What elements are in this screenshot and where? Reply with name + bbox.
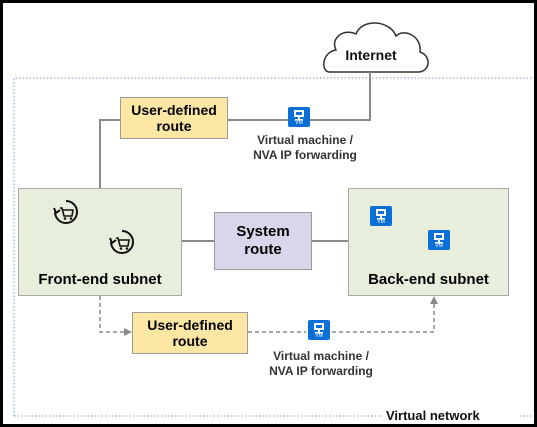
top-udr-label: User-defined route: [131, 102, 217, 134]
bottom-udr-label: User-defined route: [147, 317, 233, 349]
front-end-subnet: Front-end subnet: [18, 188, 182, 296]
virtual-network-label: Virtual network: [383, 408, 483, 423]
bottom-vm-caption: Virtual machine / NVA IP forwarding: [269, 349, 373, 378]
bottom-vm-badge: VM: [315, 333, 323, 339]
bottom-route-arrow-1: [124, 328, 132, 336]
back-end-vm-icon-2: VM: [428, 230, 450, 250]
front-end-subnet-label: Front-end subnet: [38, 271, 162, 288]
monitor-icon: [376, 209, 386, 220]
monitor-icon: [294, 110, 304, 121]
back-end-subnet-label: Back-end subnet: [368, 271, 489, 288]
back-end-vm-icon-1: VM: [370, 206, 392, 226]
top-route-line: [99, 119, 120, 188]
back-end-vm-badge-2: VM: [435, 243, 443, 249]
bottom-route-line-3: [332, 304, 435, 333]
monitor-icon: [434, 233, 444, 244]
top-user-defined-route: User-defined route: [120, 97, 228, 139]
virtual-network-boundary: [13, 77, 537, 416]
bottom-vm-icon: VM: [308, 320, 330, 340]
back-end-vm-badge-1: VM: [377, 219, 385, 225]
shopping-cart-icon: [53, 200, 78, 224]
top-vm-icon: VM: [288, 107, 310, 127]
internet-label: Internet: [345, 47, 397, 63]
system-route-label: System route: [236, 223, 290, 258]
bottom-user-defined-route: User-defined route: [132, 312, 248, 354]
bottom-route-arrow-2: [430, 296, 438, 304]
system-route: System route: [214, 212, 312, 270]
bottom-route-line: [99, 296, 124, 333]
shopping-cart-icon-2: [109, 230, 134, 254]
top-vm-badge: VM: [295, 120, 303, 126]
monitor-icon: [314, 323, 324, 334]
top-vm-caption: Virtual machine / NVA IP forwarding: [253, 133, 357, 162]
top-route-line-3: [310, 72, 371, 121]
internet-cloud-icon: [323, 22, 429, 73]
